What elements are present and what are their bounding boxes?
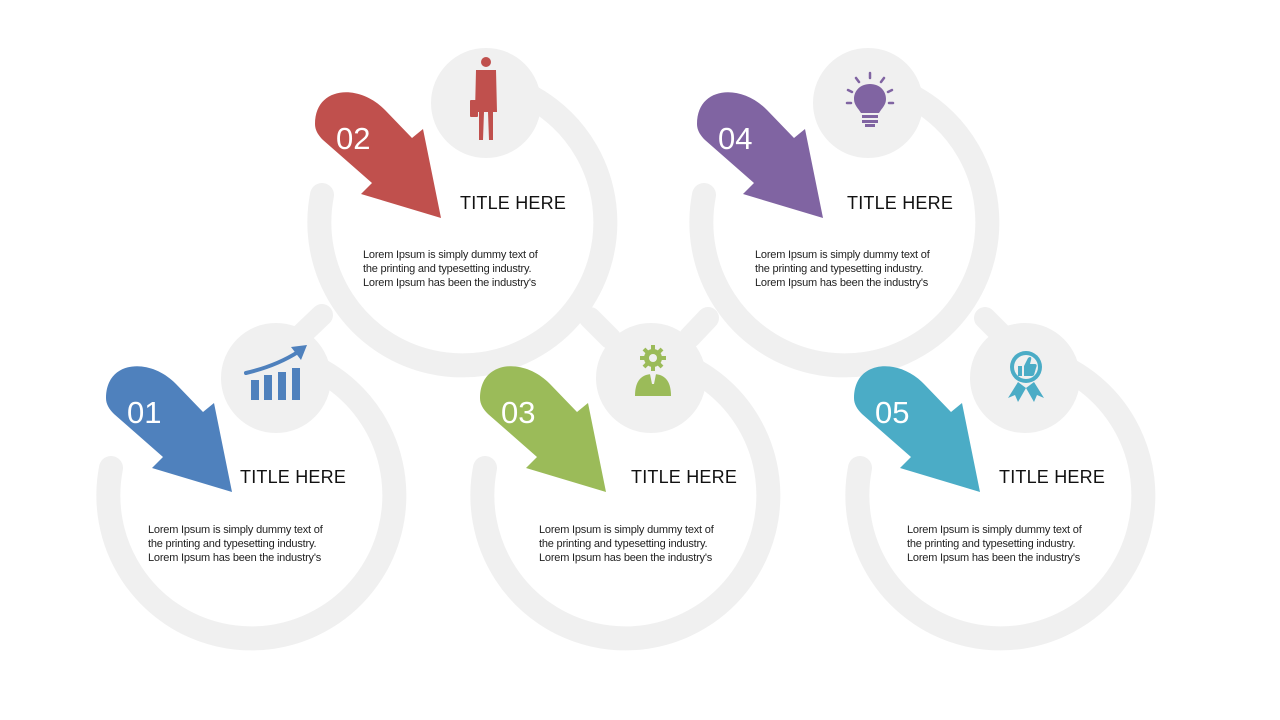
arrow-shape-03	[480, 366, 606, 492]
step-number-03: 03	[501, 395, 535, 430]
desc-line: Lorem Ipsum has been the industry's	[148, 552, 322, 564]
businessman-icon	[470, 57, 497, 140]
step-desc-05: Lorem Ipsum is simply dummy text of the …	[907, 523, 1122, 565]
connector-03-04	[679, 307, 719, 348]
step-number-01: 01	[127, 395, 161, 430]
arrow-shape-01	[106, 366, 232, 492]
arrow-01: 01	[106, 366, 232, 492]
thumbs-up-badge-icon	[1008, 351, 1044, 402]
desc-line: Lorem Ipsum has been the industry's	[755, 277, 929, 289]
arrow-03: 03	[480, 366, 606, 492]
arrow-shape-02	[315, 92, 441, 218]
step-title-02: TITLE HERE	[460, 193, 567, 213]
step-title-05: TITLE HERE	[999, 467, 1106, 487]
desc-line: the printing and typesetting industry.	[539, 538, 708, 550]
arrow-shape-04	[697, 92, 823, 218]
step-title-03: TITLE HERE	[631, 467, 738, 487]
step-desc-04: Lorem Ipsum is simply dummy text of the …	[755, 248, 970, 290]
icon-circle-01	[221, 323, 331, 433]
lightbulb-icon	[845, 71, 895, 127]
step-number-05: 05	[875, 395, 909, 430]
desc-line: Lorem Ipsum has been the industry's	[539, 552, 713, 564]
step-desc-02: Lorem Ipsum is simply dummy text of the …	[363, 248, 578, 290]
arrow-05: 05	[854, 366, 980, 492]
desc-line: Lorem Ipsum has been the industry's	[907, 552, 1081, 564]
desc-line: Lorem Ipsum is simply dummy text of	[148, 524, 323, 536]
desc-line: Lorem Ipsum is simply dummy text of	[539, 524, 714, 536]
ring-arc-03	[470, 346, 781, 651]
arrow-02: 02	[315, 92, 441, 218]
gear-person-icon	[635, 345, 671, 396]
desc-line: the printing and typesetting industry.	[755, 263, 924, 275]
connector-02-03	[579, 307, 621, 349]
arrow-shape-05	[854, 366, 980, 492]
desc-line: Lorem Ipsum is simply dummy text of	[755, 249, 930, 261]
desc-line: the printing and typesetting industry.	[148, 538, 317, 550]
step-title-01: TITLE HERE	[240, 467, 347, 487]
arrow-04: 04	[697, 92, 823, 218]
desc-line: Lorem Ipsum has been the industry's	[363, 277, 537, 289]
ring-arc-05	[845, 346, 1156, 651]
desc-line: Lorem Ipsum is simply dummy text of	[907, 524, 1082, 536]
bar-chart-growth-icon	[244, 345, 307, 400]
desc-line: Lorem Ipsum is simply dummy text of	[363, 249, 538, 261]
ring-arc-02	[307, 73, 618, 378]
desc-line: the printing and typesetting industry.	[907, 538, 1076, 550]
desc-line: the printing and typesetting industry.	[363, 263, 532, 275]
ring-arc-01	[96, 346, 407, 651]
step-title-04: TITLE HERE	[847, 193, 954, 213]
step-desc-01: Lorem Ipsum is simply dummy text of the …	[148, 523, 363, 565]
step-number-02: 02	[336, 121, 370, 156]
step-number-04: 04	[718, 121, 752, 156]
ring-arc-04	[689, 73, 1000, 378]
step-desc-03: Lorem Ipsum is simply dummy text of the …	[539, 523, 754, 565]
